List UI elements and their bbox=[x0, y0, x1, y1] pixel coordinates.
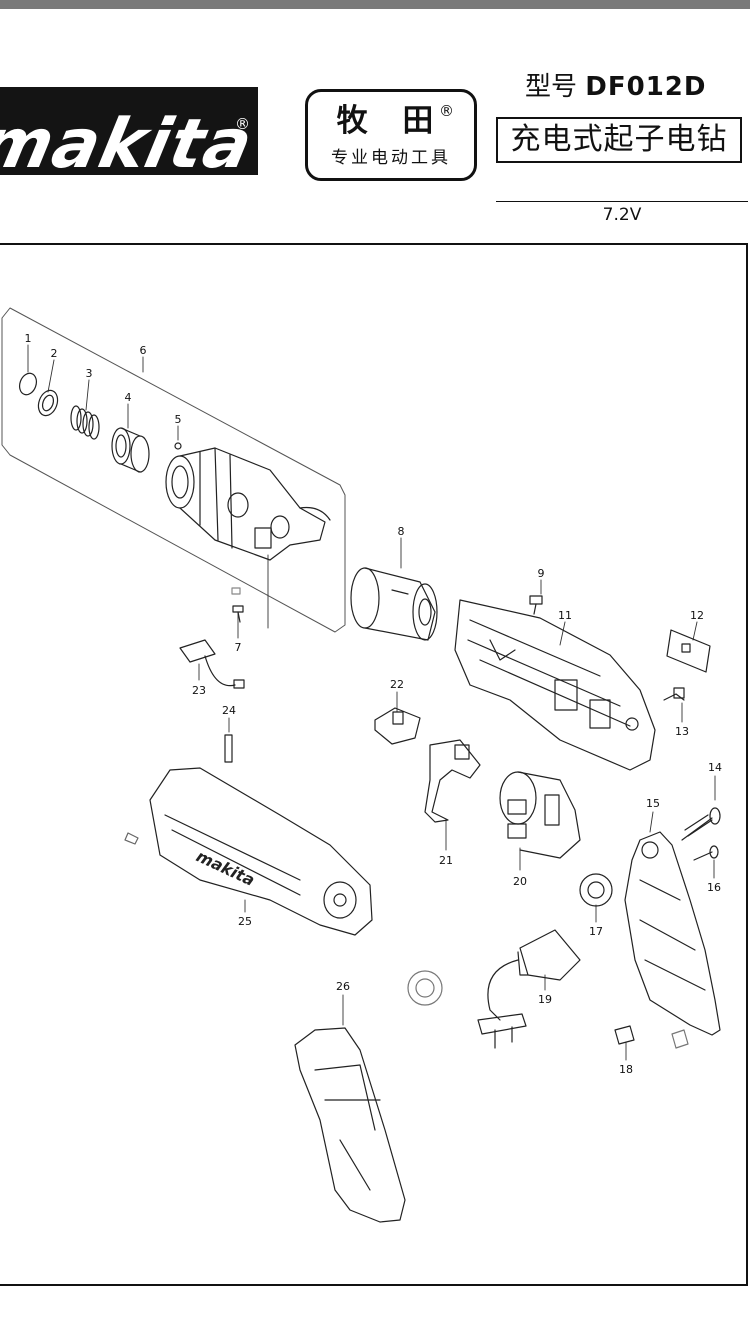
gear-assembly-shape bbox=[165, 447, 331, 561]
top-bar bbox=[0, 0, 750, 9]
screw-shape-13 bbox=[663, 687, 685, 701]
part-number-24: 24 bbox=[222, 704, 236, 717]
screw-shape-14 bbox=[681, 807, 721, 841]
part-number-20: 20 bbox=[513, 875, 527, 888]
insulation-sheet-shape bbox=[224, 734, 233, 763]
part-number-21: 21 bbox=[439, 854, 453, 867]
part-number-8: 8 bbox=[397, 525, 405, 538]
part-number-2: 2 bbox=[50, 347, 58, 360]
cn-brand-tagline: 专业电动工具 bbox=[331, 148, 451, 168]
part-number-25: 25 bbox=[238, 915, 252, 928]
part-number-18: 18 bbox=[619, 1063, 633, 1076]
part-number-3: 3 bbox=[85, 367, 93, 380]
steel-ball-shape bbox=[174, 442, 182, 450]
part-number-22: 22 bbox=[390, 678, 404, 691]
part-number-13: 13 bbox=[675, 725, 689, 738]
part-number-17: 17 bbox=[589, 925, 603, 938]
housing-cover-shape bbox=[624, 831, 721, 1036]
leader-lines bbox=[27, 344, 716, 1061]
part-number-23: 23 bbox=[192, 684, 206, 697]
model-prefix: 型号 bbox=[525, 72, 578, 102]
part-number-11: 11 bbox=[558, 609, 572, 622]
voltage-divider bbox=[496, 201, 748, 202]
part-number-9: 9 bbox=[537, 567, 545, 580]
change-lever-shape bbox=[424, 739, 481, 823]
cn-brand-registered-mark: ® bbox=[439, 102, 454, 120]
cn-brand-name: 牧 田 bbox=[336, 103, 446, 139]
housing-logo-text: makita bbox=[193, 846, 257, 889]
brand-logo: makita ® bbox=[0, 87, 258, 175]
led-circuit-shape bbox=[179, 639, 245, 689]
model-code: DF012D bbox=[585, 72, 707, 102]
part-number-26: 26 bbox=[336, 980, 350, 993]
dc-motor-shape bbox=[350, 567, 438, 641]
part-number-1: 1 bbox=[24, 332, 32, 345]
brand-logo-art: makita ® bbox=[0, 105, 258, 175]
battery-shape bbox=[477, 929, 581, 1049]
name-plate-shape bbox=[666, 629, 711, 673]
compression-spring-shape bbox=[70, 405, 100, 440]
model-line: 型号 DF012D bbox=[525, 70, 706, 104]
exploded-diagram-frame bbox=[0, 243, 748, 1286]
screw-shape-16 bbox=[693, 845, 719, 861]
part-number-6: 6 bbox=[139, 344, 147, 357]
gear-assembly-group-outline bbox=[1, 307, 346, 633]
reverse-button-shape bbox=[374, 707, 421, 745]
part-number-16: 16 bbox=[707, 881, 721, 894]
screw-shape-9 bbox=[529, 595, 543, 615]
part-number-7: 7 bbox=[234, 641, 242, 654]
part-number-12: 12 bbox=[690, 609, 704, 622]
brand-registered-mark: ® bbox=[235, 115, 250, 133]
led-cover-ring-shape bbox=[407, 970, 443, 1006]
switch-shape bbox=[499, 771, 581, 859]
housing-set-right-shape bbox=[454, 599, 656, 771]
product-name: 充电式起子电钻 bbox=[496, 117, 742, 163]
part-number-4: 4 bbox=[124, 391, 132, 404]
retaining-ring-shape bbox=[18, 372, 38, 396]
part-number-14: 14 bbox=[708, 761, 722, 774]
cn-brand-logo: 牧 田 ® 专业电动工具 bbox=[305, 89, 477, 181]
grip-cover-shape bbox=[294, 1027, 406, 1223]
part-number-15: 15 bbox=[646, 797, 660, 810]
screw-shape-7 bbox=[231, 587, 244, 623]
part-number-19: 19 bbox=[538, 993, 552, 1006]
part-number-5: 5 bbox=[174, 413, 182, 426]
sleeve-shape bbox=[111, 427, 150, 473]
washer-shape bbox=[37, 389, 59, 417]
led-cover-shape bbox=[579, 873, 613, 907]
brand-wordmark: makita bbox=[0, 105, 258, 175]
housing-set-left-shape: makita bbox=[124, 767, 373, 936]
terminal-plate-shape bbox=[614, 1025, 689, 1049]
voltage-label: 7.2V bbox=[602, 205, 642, 225]
